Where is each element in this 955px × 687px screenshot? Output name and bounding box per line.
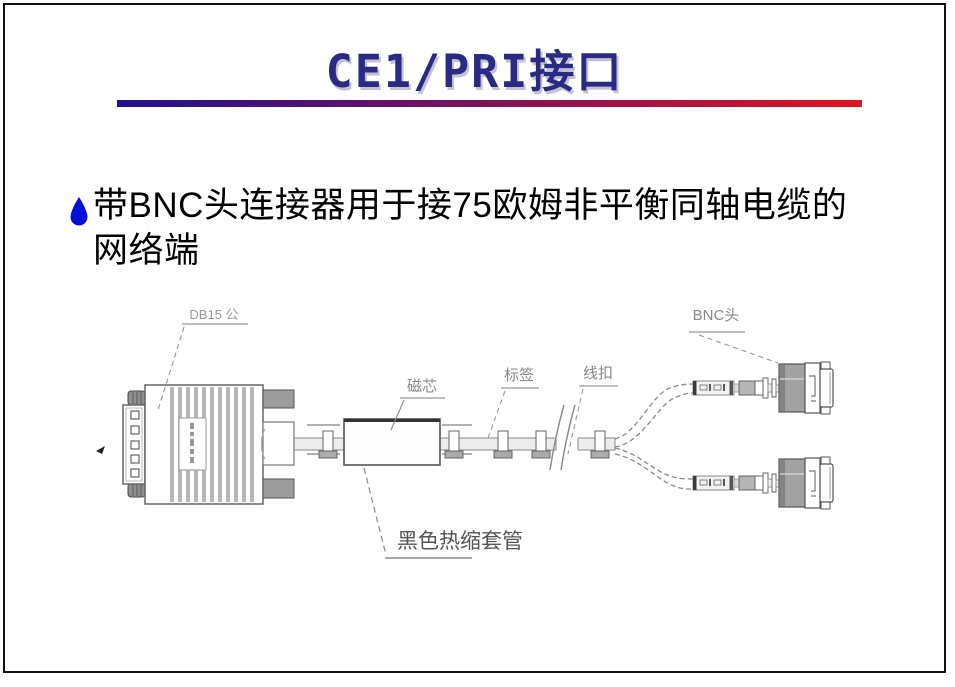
ferrite-core [343, 418, 441, 466]
lower-branch-wire [614, 447, 694, 480]
pin [130, 410, 140, 420]
upper-branch-wire [614, 392, 694, 448]
label-print-mark [190, 432, 194, 436]
dsub-face-inner [125, 407, 143, 482]
bullet-text: 带BNC头连接器用于接75欧姆非平衡同轴电缆的 网络端 [93, 183, 847, 273]
cable-diagram: DB15 公 磁芯 标签 线扣 BNC头 黑色热缩套管 [96, 307, 834, 559]
strain-relief-boot [262, 421, 295, 466]
cable-tie [318, 430, 338, 459]
slide-title: CE1/PRI接口 [325, 45, 624, 98]
dsub-pins [130, 410, 140, 478]
label-print-mark [190, 449, 194, 454]
jackscrew-bottom [127, 482, 146, 498]
cable-tie [493, 430, 513, 459]
leader-line [157, 326, 185, 411]
label-ferrite: 磁芯 [407, 378, 437, 395]
label-bnc: BNC头 [693, 307, 740, 324]
leader-line [363, 467, 387, 556]
slide-canvas: CE1/PRI接口 带BNC头连接器用于接75欧姆非平衡同轴电缆的 网络端 [3, 3, 946, 673]
label-tag: 标签 [504, 367, 534, 384]
pin [130, 425, 140, 435]
jackscrew-top [127, 390, 146, 406]
pin [130, 440, 140, 450]
leader-line [698, 334, 779, 364]
label-print-mark [190, 423, 194, 429]
cable-tie [590, 430, 610, 459]
hood-block-top [262, 389, 295, 409]
cable-ties [318, 430, 610, 459]
db15-connector [96, 384, 295, 505]
hood-block-bottom [262, 478, 295, 499]
label-print-mark [190, 439, 194, 446]
branch-cables [614, 383, 694, 490]
label-tubing: 黑色热缩套管 [397, 530, 523, 553]
boot-curve [260, 428, 266, 460]
lower-branch-wire [614, 453, 694, 490]
bullet-text-line2: 网络端 [93, 231, 200, 270]
bnc-branch-top [692, 361, 834, 415]
leader-line [567, 388, 584, 455]
direction-arrow-icon [96, 446, 105, 454]
label-tie: 线扣 [583, 365, 613, 382]
cable-tie [444, 430, 464, 459]
bullet-item: 带BNC头连接器用于接75欧姆非平衡同轴电缆的 网络端 [69, 183, 879, 273]
cable-break-marks [549, 404, 576, 471]
cable-tie [531, 430, 551, 459]
leader-line [390, 399, 405, 431]
pin [130, 468, 140, 478]
bullet-text-line1: 带BNC头连接器用于接75欧姆非平衡同轴电缆的 [93, 186, 848, 225]
pin [130, 454, 140, 464]
callouts: DB15 公 磁芯 标签 线扣 BNC头 黑色热缩套管 [157, 307, 779, 559]
hood-label-window [178, 417, 207, 471]
bnc-branch-bottom [692, 456, 834, 510]
label-print-mark [190, 457, 194, 463]
droplet-bullet-icon [69, 197, 93, 273]
upper-branch-wire [614, 383, 694, 440]
title-rule-divider [117, 100, 862, 107]
label-db15: DB15 公 [189, 307, 238, 322]
